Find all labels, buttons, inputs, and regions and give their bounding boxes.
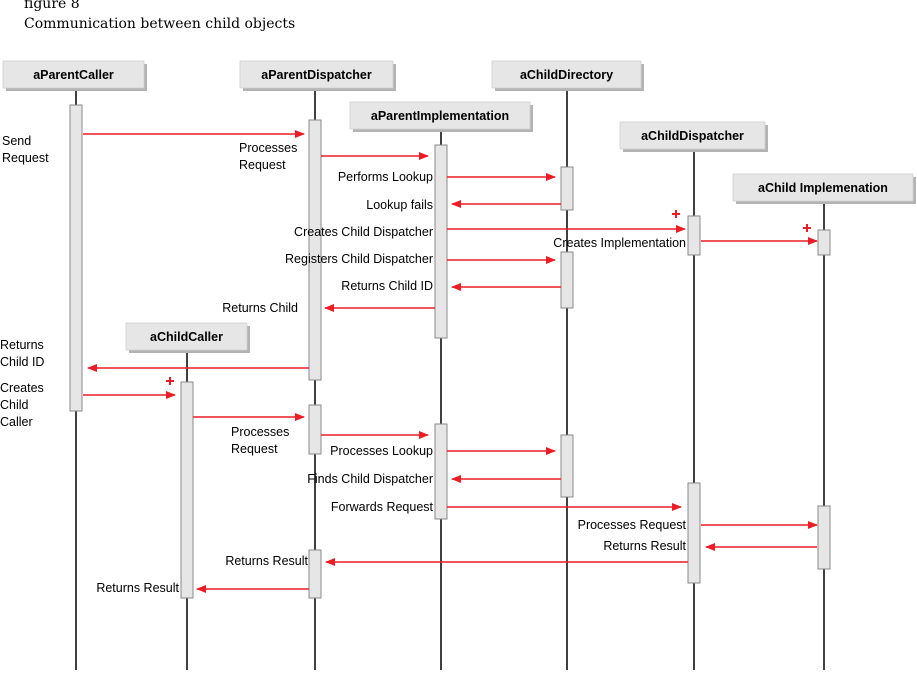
object-box-parentCaller: aParentCaller [2,60,147,91]
message-label: Returns Child ID [341,279,433,293]
message-label: Returns Result [603,539,686,553]
activation-bar-parentCaller [69,104,83,412]
object-title: aChild Implemenation [758,181,888,195]
object-box-childDispatcher: aChildDispatcher [619,121,768,152]
figure-title: Communication between child objects [24,16,296,32]
activation-bar-parentDispatcher [308,119,322,381]
object-title: aParentImplementation [371,109,509,123]
object-box-childCaller: aChildCaller [125,322,250,353]
activation-bar-childCaller [180,381,194,599]
object-box-rect [491,60,642,89]
object-box-rect [239,60,394,89]
object-box-rect [2,60,145,89]
activation-bar-childDispatcher [687,482,701,584]
activation-bar-childDispatcher [687,215,701,256]
figure-number: figure 8 [24,0,80,12]
message-label: Forwards Request [331,500,434,514]
object-box-rect [732,173,914,202]
object-box-childDirectory: aChildDirectory [491,60,644,91]
message-label: Lookup fails [366,198,433,212]
object-box-childImpl: aChild Implemenation [732,173,916,204]
activation-bar-parentDispatcher [308,549,322,599]
object-title: aChildDirectory [520,68,613,82]
object-title: aParentDispatcher [261,68,372,82]
object-title: aChildCaller [150,330,223,344]
activation-bar-childDirectory [560,434,574,498]
activation-bar-parentImpl [434,423,448,520]
create-marker-icon [672,210,680,218]
activation-bar-childImpl [817,505,831,570]
message-label: Finds Child Dispatcher [307,472,433,486]
message-label: Processes Lookup [330,444,433,458]
activation-bar-parentDispatcher [308,404,322,455]
activation-bar-parentImpl [434,144,448,339]
create-marker-icon [803,224,811,232]
activation-bar-childDirectory [560,166,574,211]
message-label: Returns Result [96,581,179,595]
activation-bar-childDirectory [560,251,574,309]
object-title: aChildDispatcher [641,129,744,143]
object-box-rect [125,322,248,351]
message-label: Performs Lookup [338,170,433,184]
object-box-rect [619,121,766,150]
object-box-rect [349,101,531,130]
message-label: Registers Child Dispatcher [285,252,433,266]
object-box-parentDispatcher: aParentDispatcher [239,60,396,91]
message-label: Returns Child [222,301,298,315]
object-title: aParentCaller [33,68,114,82]
message-label: Creates Child Dispatcher [294,225,433,239]
object-box-parentImpl: aParentImplementation [349,101,533,132]
message-label: Creates Implementation [553,236,686,250]
create-marker-icon [166,377,174,385]
activation-bar-childImpl [817,229,831,256]
message-label: Returns Result [225,554,308,568]
message-label: Processes Request [578,518,687,532]
